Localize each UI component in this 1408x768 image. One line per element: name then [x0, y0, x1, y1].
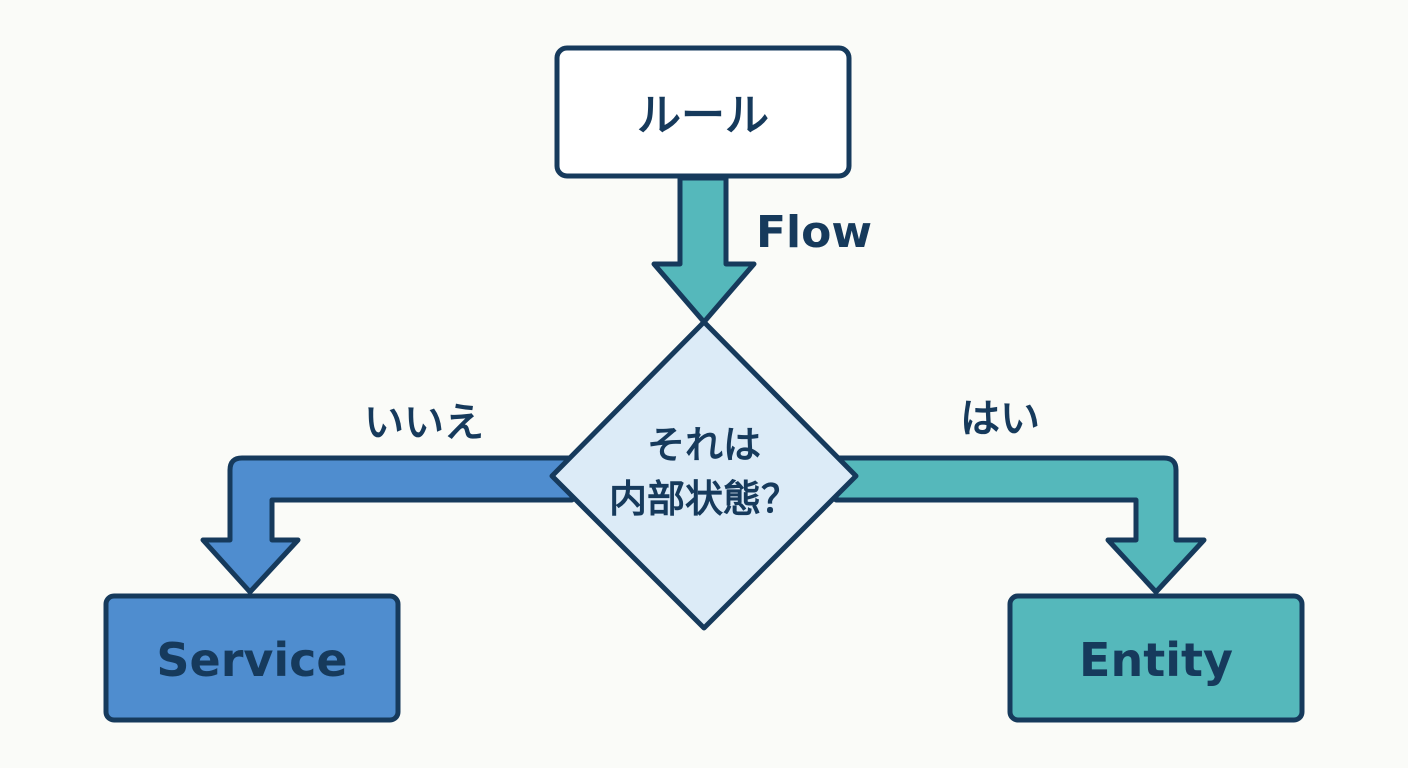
service-node	[103, 593, 401, 723]
entity-node-label: Entity	[1079, 633, 1233, 687]
start-node	[554, 45, 852, 179]
no-branch-label: いいえ	[364, 400, 484, 446]
no-branch-arrow	[200, 455, 575, 595]
flow-label: Flow	[756, 207, 872, 258]
service-node-label: Service	[156, 633, 347, 687]
start-node-label: ルール	[637, 90, 769, 141]
yes-branch-arrow	[833, 455, 1207, 595]
entity-node	[1007, 593, 1305, 723]
decision-node	[549, 319, 859, 631]
decision-label-line2: 内部状態？	[609, 477, 799, 521]
yes-branch-label: はい	[960, 396, 1040, 442]
flow-arrow-down	[651, 175, 757, 325]
decision-label-line1: それは	[647, 423, 761, 467]
